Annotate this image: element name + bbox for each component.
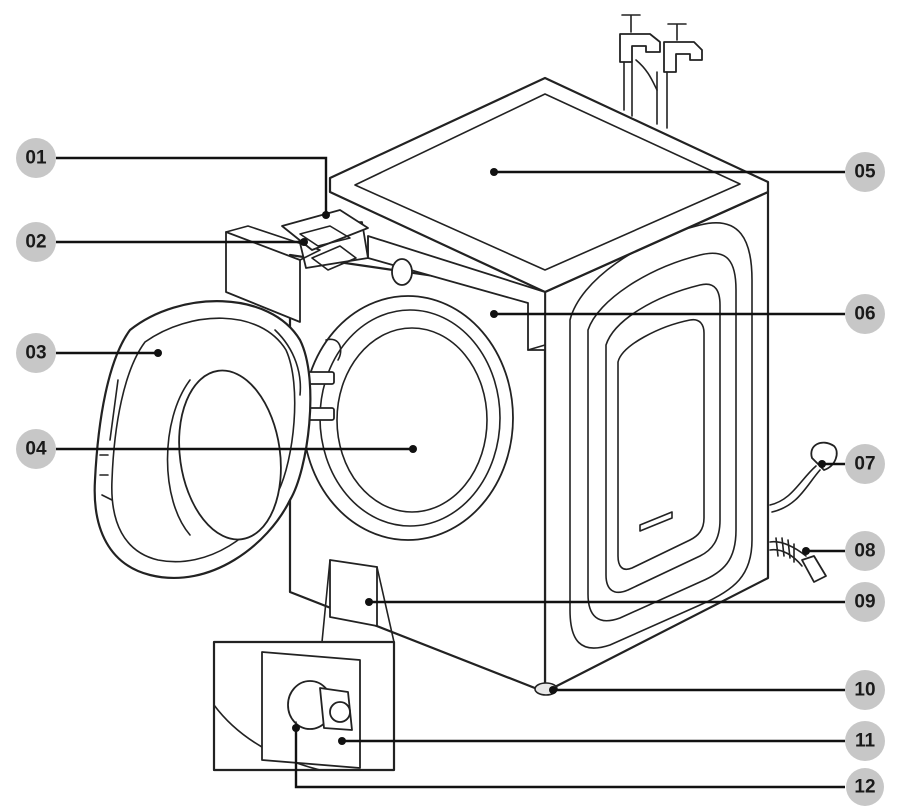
leader-line-01	[56, 156, 328, 215]
callout-badge-01: 01	[16, 138, 56, 178]
callout-badge-09: 09	[845, 582, 885, 622]
callout-badge-08: 08	[845, 531, 885, 571]
inset-detail	[212, 559, 396, 772]
water-taps-illustration	[619, 14, 703, 129]
drum-opening	[302, 295, 514, 541]
callout-label-01: 01	[25, 148, 47, 169]
callout-badge-10: 10	[845, 670, 885, 710]
callout-badge-03: 03	[16, 333, 56, 373]
callout-badge-05: 05	[845, 152, 885, 192]
leader-line-12	[294, 728, 845, 789]
drain-hose-shape	[769, 441, 838, 513]
callout-badge-06: 06	[845, 294, 885, 334]
callout-label-12: 12	[854, 777, 875, 798]
callout-label-10: 10	[854, 680, 875, 701]
callout-label-04: 04	[25, 439, 47, 460]
callout-badge-04: 04	[16, 429, 56, 469]
water-supply-hose-shape	[769, 537, 827, 583]
callout-label-03: 03	[25, 343, 46, 364]
callout-label-09: 09	[854, 592, 875, 613]
control-knob	[391, 258, 413, 286]
callout-badge-02: 02	[16, 222, 56, 262]
leader-lines	[56, 156, 845, 789]
callout-label-05: 05	[854, 162, 876, 183]
callout-badge-07: 07	[845, 444, 885, 484]
callout-label-11: 11	[855, 731, 876, 752]
door-shape	[93, 300, 312, 580]
callout-label-06: 06	[854, 304, 875, 325]
callout-badge-11: 11	[845, 721, 885, 761]
detergent-drawer-shape	[225, 209, 369, 323]
callout-label-08: 08	[854, 541, 875, 562]
callout-label-02: 02	[25, 232, 46, 253]
filter-cover-panel	[329, 559, 378, 627]
callout-label-07: 07	[854, 454, 875, 475]
callout-badge-12: 12	[846, 768, 884, 806]
